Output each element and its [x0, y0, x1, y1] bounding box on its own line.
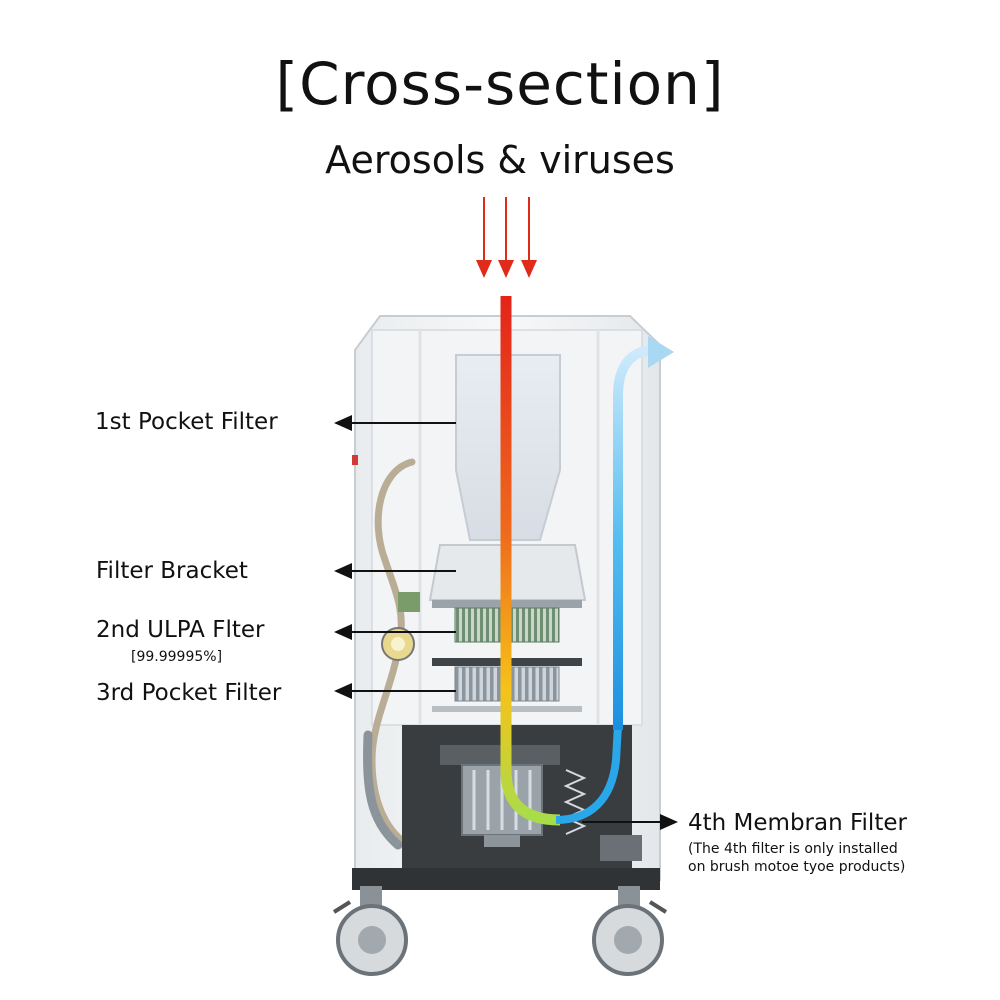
label-ulpa-filter: 2nd ULPA Flter	[96, 617, 265, 643]
page-subtitle: Aerosols & viruses	[325, 138, 675, 182]
label-membrane-filter: 4th Membran Filter	[688, 810, 907, 836]
label-filter-bracket: Filter Bracket	[96, 558, 248, 584]
page-title: [Cross-section]	[275, 50, 725, 118]
inflow-arrows	[476, 197, 537, 278]
airflow-path	[500, 296, 561, 826]
membrane-note-line-1: (The 4th filter is only installed	[688, 841, 898, 857]
outflow-arrow-icon	[648, 336, 674, 368]
caster-wheel-icon	[332, 886, 408, 976]
label-pocket-filter-3: 3rd Pocket Filter	[96, 680, 282, 706]
label-ulpa-rating: [99.99995%]	[131, 649, 223, 665]
membrane-note-line-2: on brush motoe tyoe products)	[688, 859, 906, 875]
membrane-filter	[563, 769, 587, 835]
label-pocket-filter-1: 1st Pocket Filter	[95, 409, 278, 435]
leader-lines	[334, 415, 678, 830]
caster-wheel-icon	[592, 886, 668, 976]
outflow-path	[613, 345, 651, 730]
control-board	[381, 592, 420, 661]
cabinet-base	[352, 868, 660, 890]
